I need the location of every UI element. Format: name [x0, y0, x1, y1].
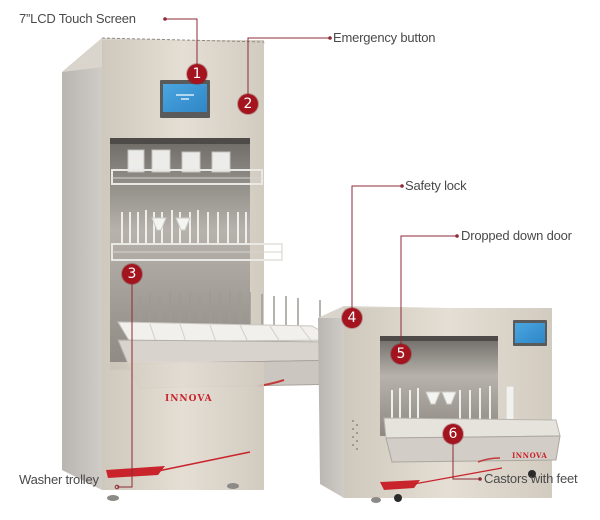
callout-badge-4: 4 [342, 308, 362, 328]
callout-badge-2: 2 [238, 94, 258, 114]
callout-badge-3: 3 [122, 264, 142, 284]
callout-badge-6: 6 [443, 424, 463, 444]
callout-badge-1: 1 [187, 64, 207, 84]
callout-badge-5: 5 [391, 344, 411, 364]
callout-label-lcd-touch-screen: 7”LCD Touch Screen [19, 11, 136, 26]
leader-lines [117, 18, 480, 488]
undercounter-washer: INNOVA [318, 306, 561, 503]
callout-label-safety-lock: Safety lock [405, 178, 467, 193]
callout-label-castors-with-feet: Castors with feet [484, 471, 578, 486]
callout-label-dropped-down-door: Dropped down door [461, 228, 572, 243]
svg-text:INNOVA: INNOVA [512, 451, 547, 460]
tall-washer: INNOVA [62, 37, 345, 501]
brand-logo: INNOVA [165, 394, 213, 404]
callout-label-washer-trolley: Washer trolley [19, 472, 99, 487]
callout-label-emergency-button: Emergency button [333, 30, 436, 45]
